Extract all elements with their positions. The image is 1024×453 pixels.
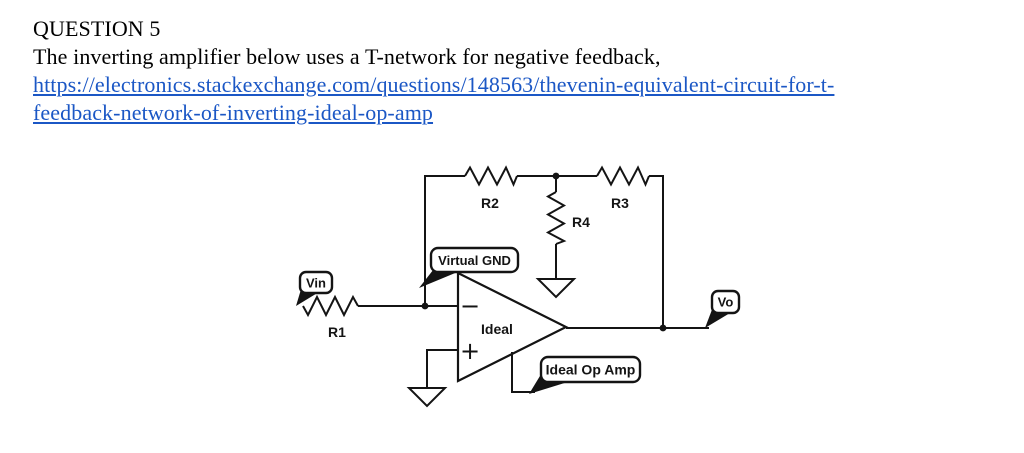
callout-vo: Vo xyxy=(705,289,741,328)
resistor-r3: R3 xyxy=(596,165,650,211)
callout-ideal-op-amp: Ideal Op Amp xyxy=(511,352,642,394)
resistor-r2-label: R2 xyxy=(481,195,499,211)
question-link-line1[interactable]: https://electronics.stackexchange.com/qu… xyxy=(33,72,835,97)
callout-ideal-op-amp-label: Ideal Op Amp xyxy=(546,362,636,378)
op-amp-non-inverting-sign: + xyxy=(460,337,480,365)
ground-symbol-r4 xyxy=(535,278,577,299)
question-body: The inverting amplifier below uses a T-n… xyxy=(33,44,661,69)
non-inverting-ground-branch xyxy=(406,349,458,408)
op-amp-inverting-sign: − xyxy=(460,292,480,320)
callout-vo-label: Vo xyxy=(718,295,734,310)
callout-vin: Vin xyxy=(296,270,334,306)
ground-symbol-input xyxy=(406,387,448,408)
question-link[interactable]: https://electronics.stackexchange.com/qu… xyxy=(33,71,893,127)
resistor-r4-label: R4 xyxy=(572,214,590,230)
junction-dot-inverting-node xyxy=(421,302,429,310)
op-amp: − + Ideal xyxy=(456,271,569,383)
callout-vin-label: Vin xyxy=(306,276,326,291)
question-text-block: QUESTION 5 The inverting amplifier below… xyxy=(33,15,893,127)
question-link-line2[interactable]: feedback-network-of-inverting-ideal-op-a… xyxy=(33,100,434,125)
junction-dot-t-network xyxy=(552,172,560,180)
resistor-r2: R2 xyxy=(464,165,518,211)
resistor-r1: R1 xyxy=(302,294,459,340)
question-title: QUESTION 5 xyxy=(33,16,161,41)
op-amp-ideal-label: Ideal xyxy=(481,321,513,337)
callout-virtual-gnd: Virtual GND xyxy=(419,246,520,288)
callout-virtual-gnd-label: Virtual GND xyxy=(438,253,511,268)
resistor-r4: R4 xyxy=(545,176,590,279)
junction-dot-output xyxy=(659,324,667,332)
resistor-r3-label: R3 xyxy=(611,195,629,211)
resistor-r1-label: R1 xyxy=(328,324,346,340)
